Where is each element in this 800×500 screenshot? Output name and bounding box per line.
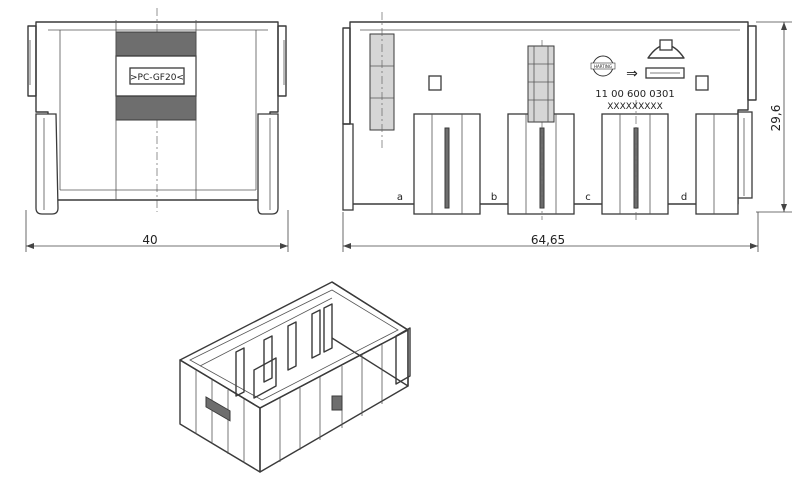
iso-label-block [205, 396, 231, 422]
front-view: >PC-GF20< 40 [25, 8, 289, 252]
locator-right [695, 75, 709, 91]
iso-latch [395, 327, 411, 385]
coding-pin [527, 45, 555, 123]
brand-badge-text: HARTING [594, 64, 612, 69]
slot-letter-c: c [585, 192, 591, 203]
slot-d-end [695, 113, 739, 215]
side-left-cap [342, 123, 354, 211]
iso-top-rim [179, 281, 409, 409]
front-right-foot [257, 113, 279, 215]
date-code: XXXXXXXXX [607, 102, 663, 112]
length-dimension-label: 64,65 [531, 233, 565, 247]
iso-end-face [179, 359, 261, 473]
slot-letter-a: a [397, 192, 403, 203]
front-left-latch [27, 25, 37, 97]
iso-internal-pins [235, 303, 333, 399]
brand-badge: HARTING [590, 55, 616, 77]
side-view: a b c d HARTING ⇒ 11 00 600 0301 XXXXXXX… [342, 12, 792, 252]
front-left-foot [35, 113, 59, 215]
front-lower-block [115, 95, 197, 121]
label-plate-text: >PC-GF20< [130, 73, 184, 83]
side-right-foot [737, 111, 753, 199]
isometric-view [179, 281, 411, 473]
insertion-arrow-icon: ⇒ [626, 66, 638, 82]
front-right-latch [277, 25, 287, 97]
front-upper-block [115, 31, 197, 57]
locator-left [428, 75, 442, 91]
part-number: 11 00 600 0301 [595, 89, 675, 100]
slot-letter-b: b [491, 192, 497, 203]
slot-compartments [413, 40, 739, 220]
height-dimension-label: 29,6 [769, 105, 783, 132]
plug-pictogram-icon [645, 39, 685, 79]
label-plate [129, 67, 185, 85]
slot-letter-d: d [681, 192, 687, 203]
width-dimension-label: 40 [142, 233, 157, 247]
